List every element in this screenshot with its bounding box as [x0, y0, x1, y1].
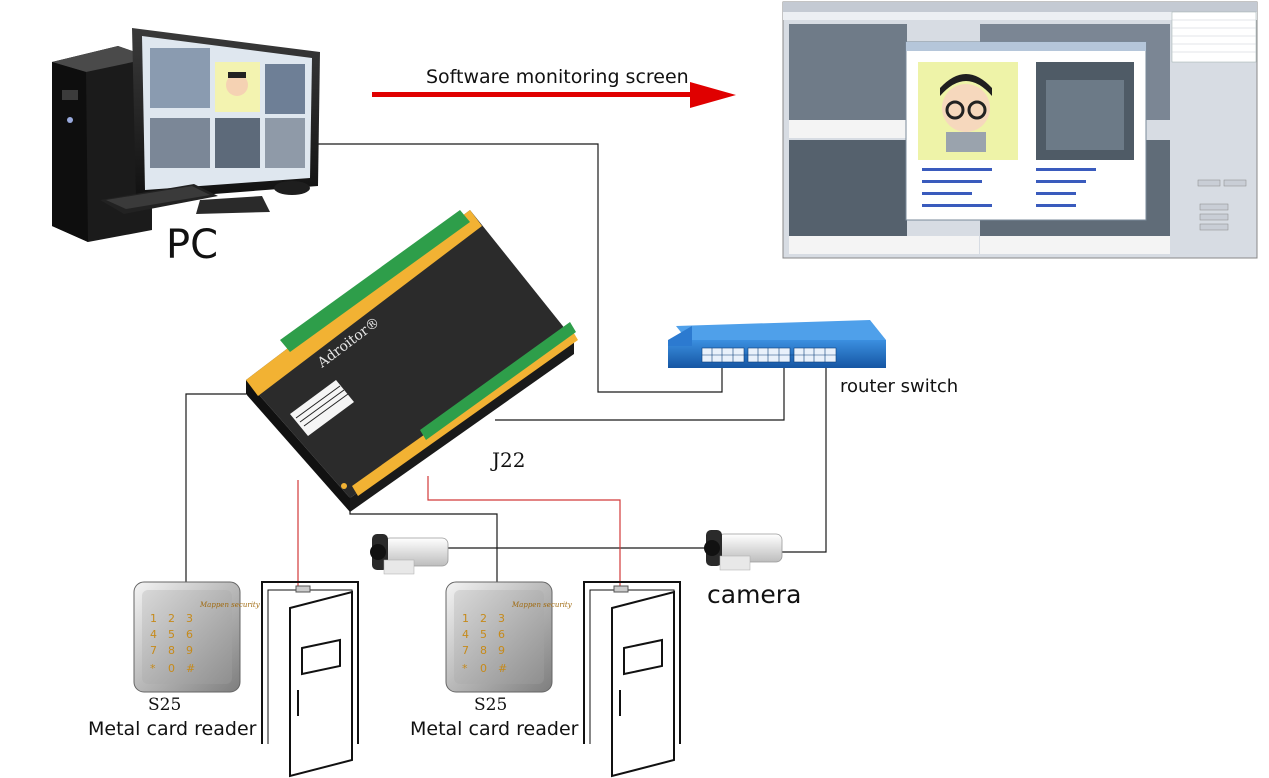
svg-text:2: 2: [168, 612, 175, 625]
svg-text:8: 8: [168, 644, 175, 657]
door-icon: [583, 581, 681, 778]
svg-text:#: #: [186, 662, 195, 675]
software-monitoring-label: Software monitoring screen: [426, 66, 689, 88]
card-reader-icon: Mappen security: [133, 581, 261, 693]
reader2-name-label: Metal card reader: [410, 718, 579, 740]
svg-text:5: 5: [168, 628, 175, 641]
svg-text:9: 9: [498, 644, 505, 657]
network-switch-icon: [668, 320, 886, 368]
svg-text:#: #: [498, 662, 507, 675]
svg-text:2: 2: [480, 612, 487, 625]
bullet-camera-icon: [704, 530, 783, 571]
svg-text:5: 5: [480, 628, 487, 641]
reader1-name-label: Metal card reader: [88, 718, 257, 740]
svg-text:*: *: [462, 662, 468, 675]
reader2-model-label: S25: [474, 695, 508, 715]
router-switch-label: router switch: [840, 376, 959, 397]
svg-text:1: 1: [462, 612, 469, 625]
arrow-to-monitoring: [372, 82, 736, 108]
bullet-camera-icon: [370, 534, 449, 575]
svg-text:7: 7: [462, 644, 469, 657]
reader1-model-label: S25: [148, 695, 182, 715]
svg-text:8: 8: [480, 644, 487, 657]
svg-text:3: 3: [186, 612, 193, 625]
red-wires: [297, 476, 621, 592]
wire-controller-to-reader2: [349, 490, 498, 582]
svg-text:3: 3: [498, 612, 505, 625]
door-icon: [261, 581, 359, 778]
svg-text:1: 1: [150, 612, 157, 625]
reader-brand: Mappen security: [199, 601, 261, 609]
svg-text:0: 0: [480, 662, 487, 675]
desktop-computer-icon: [52, 28, 320, 242]
svg-text:6: 6: [186, 628, 193, 641]
svg-text:7: 7: [150, 644, 157, 657]
reader-brand: Mappen security: [511, 601, 573, 609]
camera-label: camera: [707, 580, 802, 609]
controller-model-label: J22: [492, 448, 526, 472]
pc-label: PC: [166, 222, 219, 268]
wire-lock-door2: [427, 476, 621, 592]
svg-text:9: 9: [186, 644, 193, 657]
svg-text:6: 6: [498, 628, 505, 641]
wire-switch-to-controller: [495, 368, 785, 421]
wire-switch-to-camera2: [782, 368, 827, 553]
svg-text:*: *: [150, 662, 156, 675]
svg-text:0: 0: [168, 662, 175, 675]
access-controller-icon: [246, 210, 578, 512]
svg-text:4: 4: [462, 628, 469, 641]
wire-controller-to-reader1: [185, 393, 246, 582]
svg-text:4: 4: [150, 628, 157, 641]
wire-pc-to-switch: [318, 143, 723, 393]
card-reader-icon: Mappen security: [445, 581, 573, 693]
monitoring-screenshot-icon: [782, 1, 1258, 259]
